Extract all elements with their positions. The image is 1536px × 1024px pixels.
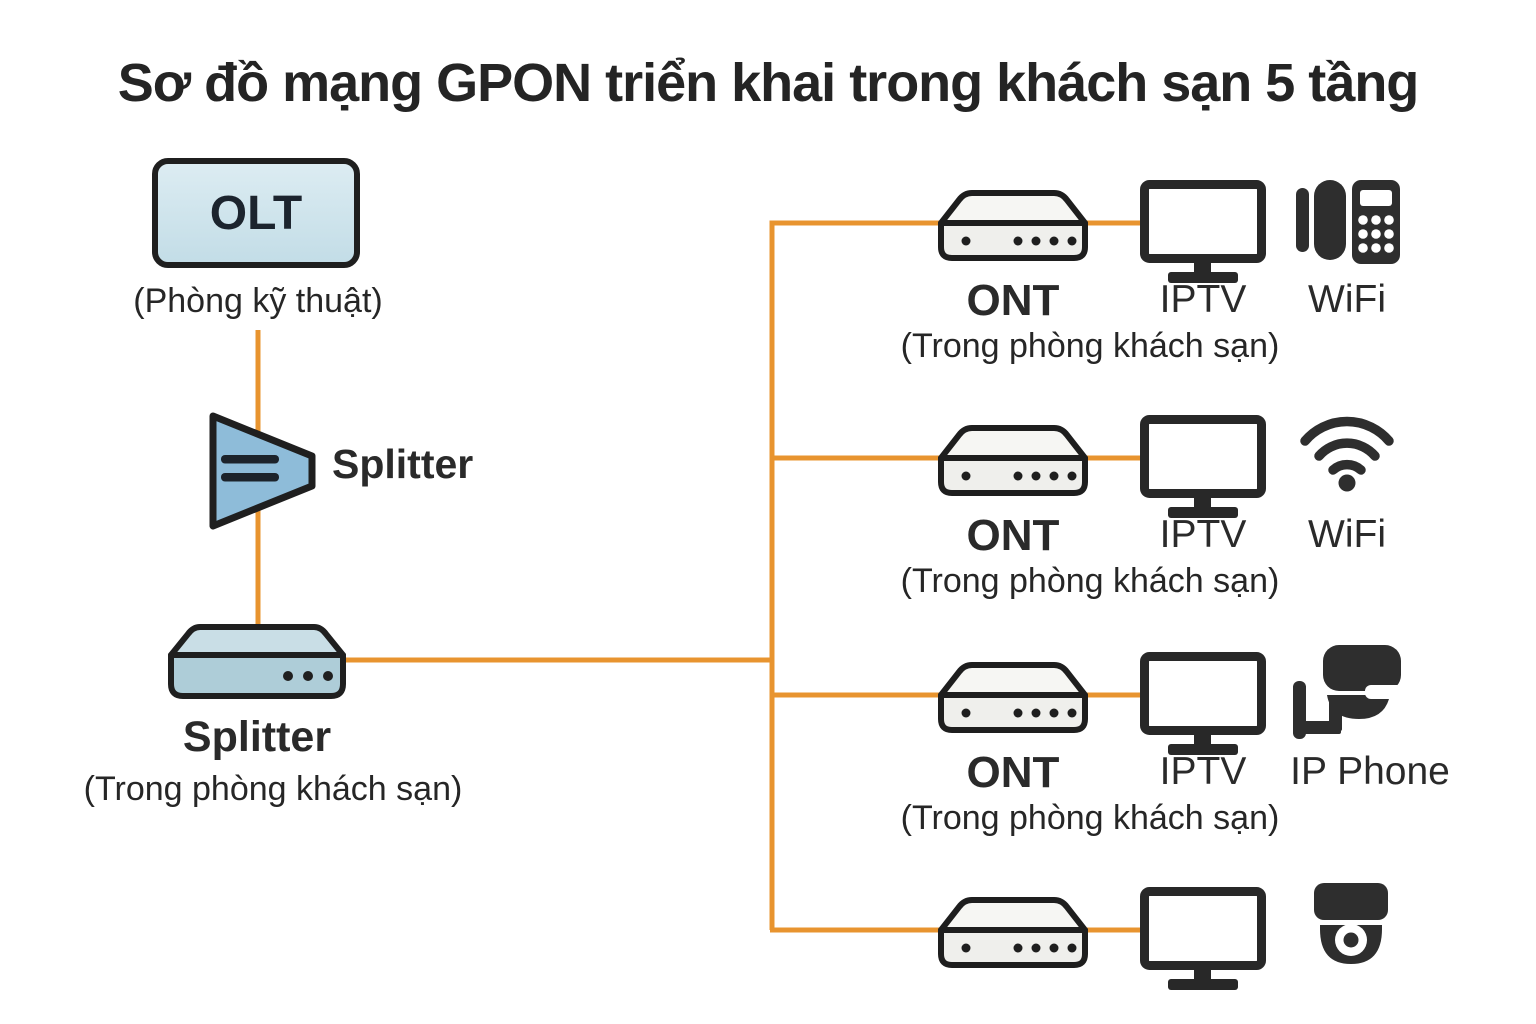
ont-device-icon (938, 190, 1088, 261)
cctv-camera-icon (1293, 645, 1403, 739)
endpoint-label: IP Phone (1290, 750, 1450, 793)
floor-splitter-label: Splitter (182, 713, 332, 761)
endpoint-label: WiFi (1308, 278, 1386, 321)
ont-label: ONT (966, 276, 1060, 325)
olt-caption: (Phòng kỹ thuật) (133, 282, 383, 320)
iptv-monitor-icon (1140, 652, 1266, 755)
ont-device-icon (938, 897, 1088, 968)
floor-splitter-caption: (Trong phòng khách sạn) (83, 770, 463, 808)
ont-device-icon (938, 425, 1088, 496)
room-caption: (Trong phòng khách sạn) (900, 327, 1280, 365)
olt-label: OLT (209, 186, 303, 240)
diagram-title: Sơ đồ mạng GPON triển khai trong khách s… (117, 53, 1420, 113)
desk-phone-icon (1296, 180, 1400, 264)
iptv-monitor-icon (1140, 180, 1266, 283)
iptv-label: IPTV (1159, 513, 1247, 556)
iptv-label: IPTV (1159, 278, 1247, 321)
splitter-device-icon (168, 624, 346, 699)
room-caption: (Trong phòng khách sạn) (900, 799, 1280, 837)
splitter-triangle-icon (209, 412, 316, 530)
olt-node: OLT (152, 158, 360, 268)
wifi-icon (1300, 416, 1394, 492)
iptv-monitor-icon (1140, 887, 1266, 990)
optical-splitter-label: Splitter (332, 441, 474, 487)
room-caption: (Trong phòng khách sạn) (900, 562, 1280, 600)
ont-device-icon (938, 662, 1088, 733)
endpoint-label: WiFi (1308, 513, 1386, 556)
iptv-monitor-icon (1140, 415, 1266, 518)
iptv-label: IPTV (1159, 750, 1247, 793)
ont-label: ONT (966, 748, 1060, 797)
dome-camera-icon (1314, 883, 1388, 964)
ont-label: ONT (966, 511, 1060, 560)
